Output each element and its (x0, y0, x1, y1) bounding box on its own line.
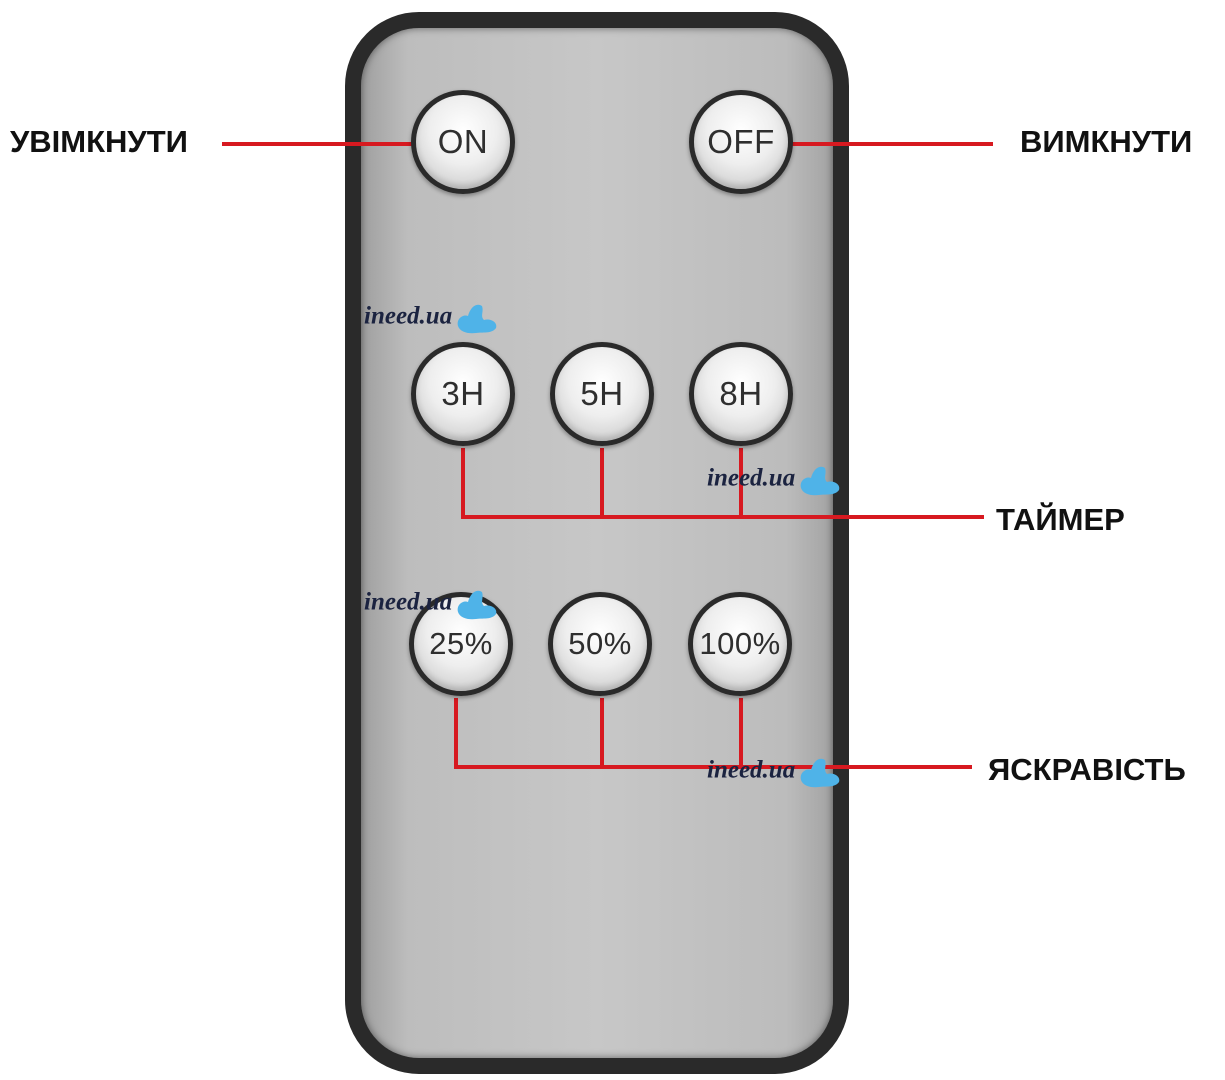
timer-5h-drop-line (600, 448, 604, 518)
brightness-100-drop-line (739, 698, 743, 768)
on-callout-line (222, 142, 420, 146)
timer-8h-drop-line (739, 448, 743, 518)
on-button[interactable]: ON (411, 90, 515, 194)
watermark-splash-icon (457, 590, 497, 620)
off-callout-line (785, 142, 993, 146)
watermark-text: ineed.ua (707, 756, 796, 784)
off-button[interactable]: OFF (689, 90, 793, 194)
watermark-splash-icon (457, 304, 497, 334)
watermark-logo: ineed.ua (707, 754, 843, 790)
brightness-bracket-line (454, 765, 972, 769)
watermark-text: ineed.ua (364, 588, 453, 616)
timer-bracket-line (461, 515, 984, 519)
watermark-logo: ineed.ua (707, 462, 843, 498)
watermark-logo: ineed.ua (364, 586, 500, 622)
brightness-100-button[interactable]: 100% (688, 592, 792, 696)
watermark-splash-icon (800, 758, 840, 788)
watermark-logo: ineed.ua (364, 300, 500, 336)
off-label: ВИМКНУТИ (1020, 124, 1193, 159)
timer-3h-button[interactable]: 3H (411, 342, 515, 446)
brightness-50-button[interactable]: 50% (548, 592, 652, 696)
timer-3h-drop-line (461, 448, 465, 518)
timer-8h-button[interactable]: 8H (689, 342, 793, 446)
on-label: УВІМКНУТИ (10, 124, 188, 159)
brightness-25-drop-line (454, 698, 458, 768)
timer-label: ТАЙМЕР (996, 502, 1125, 537)
timer-5h-button[interactable]: 5H (550, 342, 654, 446)
watermark-text: ineed.ua (364, 302, 453, 330)
watermark-text: ineed.ua (707, 464, 796, 492)
remote-control-body (345, 12, 849, 1074)
brightness-label: ЯСКРАВІСТЬ (988, 752, 1186, 787)
brightness-50-drop-line (600, 698, 604, 768)
watermark-splash-icon (800, 466, 840, 496)
